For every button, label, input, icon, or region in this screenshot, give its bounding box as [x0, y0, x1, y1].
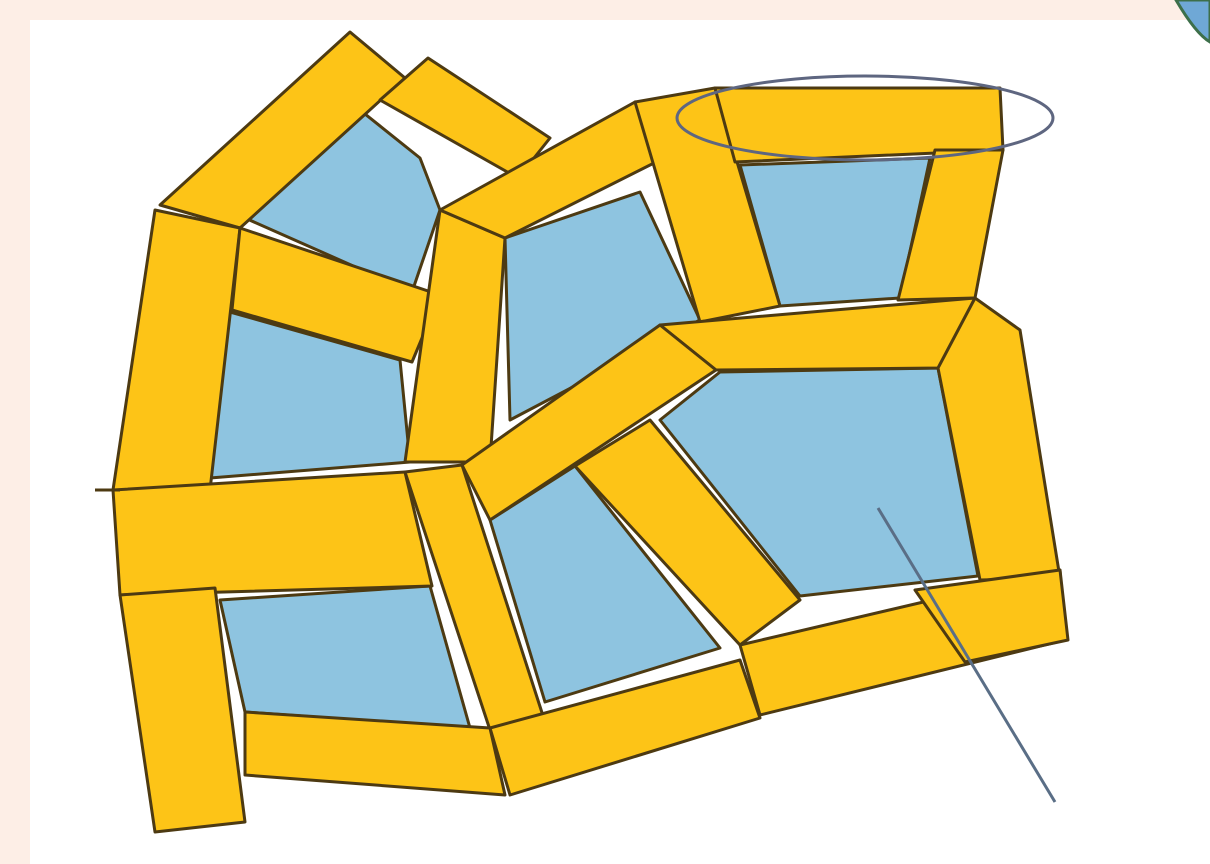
corner-badge-shape — [1176, 0, 1210, 42]
frame-wide-horizontal-bar — [113, 472, 432, 595]
corner-badge — [1176, 0, 1210, 42]
pane-bottom-left — [220, 586, 470, 728]
